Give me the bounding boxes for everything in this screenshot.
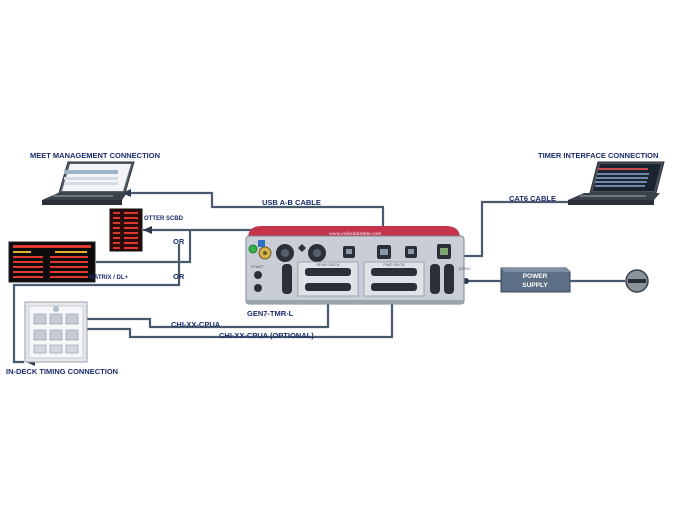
arrow-otter-icon <box>143 226 152 234</box>
or-label-2: OR <box>173 272 185 281</box>
rear-deck-label: REAR DECK <box>316 262 340 267</box>
cat6-cable-label: CAT6 CABLE <box>509 194 556 203</box>
chi-cpua-cable <box>40 293 330 329</box>
chi-cpua-label: CHI-XX-CPUA <box>171 320 221 329</box>
start-label: START <box>251 264 264 269</box>
matrix-dl-label: MATRIX / DL+ <box>89 275 129 281</box>
otter-scbd-label: OTTER SCBD <box>144 216 184 222</box>
device-url: www.coloradotime.com <box>329 231 381 237</box>
timer-interface-label: TIMER INTERFACE CONNECTION <box>538 151 658 160</box>
gen7-timer-device <box>245 226 465 305</box>
chi-cpua-optional-cable <box>40 292 394 339</box>
fwd-deck-label: FWD DECK <box>383 262 405 267</box>
gen7-label: GEN7-TMR-L <box>247 309 294 318</box>
chi-cpua-optional-label: CHI-XX-CPUA (OPTIONAL) <box>219 331 314 340</box>
power-supply-label-1: POWER <box>523 273 548 280</box>
power-plug-icon <box>625 269 649 293</box>
meet-management-label: MEET MANAGEMENT CONNECTION <box>30 151 160 160</box>
or-label-1: OR <box>173 237 185 246</box>
usb-cable-label: USB A-B CABLE <box>262 198 321 207</box>
usb-cable <box>122 191 385 236</box>
matrix-scoreboard <box>8 241 96 283</box>
otter-scoreboard <box>109 208 143 252</box>
power-supply-label-2: SUPPLY <box>522 282 548 289</box>
or-link-cable <box>12 244 181 364</box>
dc-in-label: 12VDC <box>458 266 471 271</box>
in-deck-label: IN-DECK TIMING CONNECTION <box>6 367 118 376</box>
matrix-cable <box>96 229 192 264</box>
in-deck-plate <box>24 301 88 363</box>
meet-management-laptop <box>42 161 135 205</box>
power-supply <box>500 267 571 293</box>
timer-interface-laptop <box>568 161 665 205</box>
